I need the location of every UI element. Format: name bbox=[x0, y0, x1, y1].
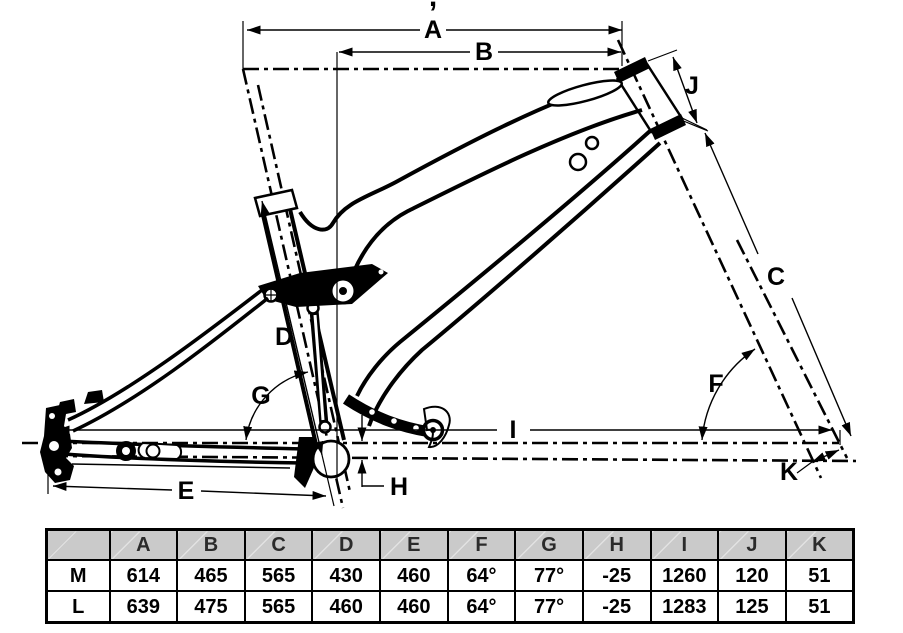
seatstay-top bbox=[67, 288, 264, 422]
geometry-table: A B C D E F G H I J K M 614 465 565 430 … bbox=[45, 528, 855, 624]
dim-label-g: G bbox=[251, 382, 270, 410]
head-tube-top-cap bbox=[614, 57, 650, 83]
dimension-a bbox=[242, 21, 623, 70]
motor-bolt-1 bbox=[369, 409, 375, 415]
chain-guide-hole bbox=[122, 447, 130, 455]
dimension-j bbox=[647, 49, 708, 131]
col-header-a: A bbox=[108, 528, 179, 561]
value-m-g: 77° bbox=[514, 559, 584, 592]
table-corner-cell bbox=[45, 528, 111, 561]
dimension-f-arc bbox=[698, 348, 756, 441]
dim-label-j: J bbox=[685, 72, 699, 100]
dim-label-h: H bbox=[390, 473, 408, 501]
seatpost-axis bbox=[256, 84, 352, 493]
value-l-d: 460 bbox=[311, 590, 381, 624]
dim-label-a: A bbox=[424, 16, 442, 44]
seatstay-bottom bbox=[72, 296, 270, 433]
value-l-j: 125 bbox=[717, 590, 787, 624]
fork-offset-axis bbox=[735, 239, 849, 459]
speed-sensor-ring bbox=[145, 443, 161, 459]
value-m-i: 1260 bbox=[649, 559, 720, 592]
frame-hole-large bbox=[568, 152, 588, 172]
dim-label-k: K bbox=[780, 458, 798, 486]
col-header-f: F bbox=[446, 528, 517, 561]
down-tube-lower bbox=[367, 141, 662, 427]
value-l-k: 51 bbox=[784, 590, 855, 624]
bottom-bracket-circle bbox=[311, 439, 351, 479]
dimension-g-arc bbox=[243, 370, 309, 441]
top-tube-outer bbox=[298, 79, 616, 232]
col-header-e: E bbox=[379, 528, 449, 561]
head-tube-side bbox=[645, 63, 685, 121]
derailleur-hanger-hole bbox=[54, 468, 62, 476]
value-l-h: -25 bbox=[581, 590, 652, 624]
dimension-d bbox=[260, 200, 335, 507]
cropped-title-fragment: , bbox=[429, 0, 437, 13]
head-tube-side2 bbox=[615, 77, 654, 134]
chainstay-bottom bbox=[63, 452, 306, 465]
dim-label-c: C bbox=[767, 263, 785, 291]
dimensions bbox=[47, 21, 852, 507]
dimension-b bbox=[336, 47, 621, 480]
col-header-h: H bbox=[581, 528, 652, 561]
dim-label-i: I bbox=[510, 416, 517, 444]
value-l-i: 1283 bbox=[649, 590, 720, 624]
col-header-d: D bbox=[311, 528, 381, 561]
value-l-g: 77° bbox=[514, 590, 584, 624]
frame-geometry-diagram: , A B C D E F G H I J K bbox=[22, 0, 857, 509]
table-header-row: A B C D E F G H I J K bbox=[45, 528, 855, 561]
table-row-size-m: M 614 465 565 430 460 64° 77° -25 1260 1… bbox=[45, 559, 855, 592]
row-label-m: M bbox=[45, 559, 111, 592]
bb-height-line bbox=[51, 454, 857, 463]
steering-axis bbox=[616, 39, 823, 479]
value-m-b: 465 bbox=[176, 559, 246, 592]
dim-label-f: F bbox=[708, 370, 723, 398]
col-header-g: G bbox=[514, 528, 584, 561]
value-m-a: 614 bbox=[108, 559, 179, 592]
frame-hole-small bbox=[584, 135, 600, 151]
value-l-a: 639 bbox=[108, 590, 179, 624]
chainstay-cable bbox=[71, 463, 291, 469]
dimension-i bbox=[56, 425, 841, 445]
value-m-j: 120 bbox=[717, 559, 787, 592]
rocker-right-bolt bbox=[378, 269, 384, 275]
dim-label-b: B bbox=[475, 38, 493, 66]
table-row-size-l: L 639 475 565 460 460 64° 77° -25 1283 1… bbox=[45, 590, 855, 624]
dim-label-d: D bbox=[275, 323, 293, 351]
col-header-b: B bbox=[176, 528, 246, 561]
value-m-d: 430 bbox=[311, 559, 381, 592]
dim-label-e: E bbox=[178, 477, 195, 505]
col-header-k: K bbox=[784, 528, 855, 561]
cable-slot bbox=[546, 79, 624, 107]
rocker-main-pivot-bolt bbox=[339, 287, 347, 295]
col-header-i: I bbox=[649, 528, 720, 561]
dimension-e bbox=[47, 466, 327, 500]
dropout-bolt-hole bbox=[49, 413, 55, 419]
chainstay-yoke bbox=[422, 405, 451, 449]
value-m-f: 64° bbox=[446, 559, 517, 592]
value-m-e: 460 bbox=[379, 559, 449, 592]
value-m-k: 51 bbox=[784, 559, 855, 592]
rack-mount-2 bbox=[84, 390, 104, 404]
dimension-h bbox=[357, 415, 384, 487]
motor-bolt-2 bbox=[391, 418, 397, 424]
value-l-c: 565 bbox=[243, 590, 314, 624]
col-header-j: J bbox=[717, 528, 787, 561]
value-l-e: 460 bbox=[379, 590, 449, 624]
value-m-h: -25 bbox=[581, 559, 652, 592]
rear-axle-hole bbox=[49, 441, 59, 451]
dimension-k bbox=[796, 449, 840, 474]
reference-axes bbox=[22, 39, 857, 509]
down-tube-upper bbox=[355, 129, 652, 397]
shock-eyelet-bottom bbox=[318, 420, 332, 434]
top-tube-inner bbox=[346, 108, 643, 288]
value-m-c: 565 bbox=[243, 559, 314, 592]
value-l-b: 475 bbox=[176, 590, 246, 624]
frame-drawing bbox=[40, 57, 686, 488]
value-l-f: 64° bbox=[446, 590, 517, 624]
row-label-l: L bbox=[45, 590, 111, 624]
col-header-c: C bbox=[243, 528, 314, 561]
dimension-labels: , A B C D E F G H I J K bbox=[178, 0, 798, 505]
